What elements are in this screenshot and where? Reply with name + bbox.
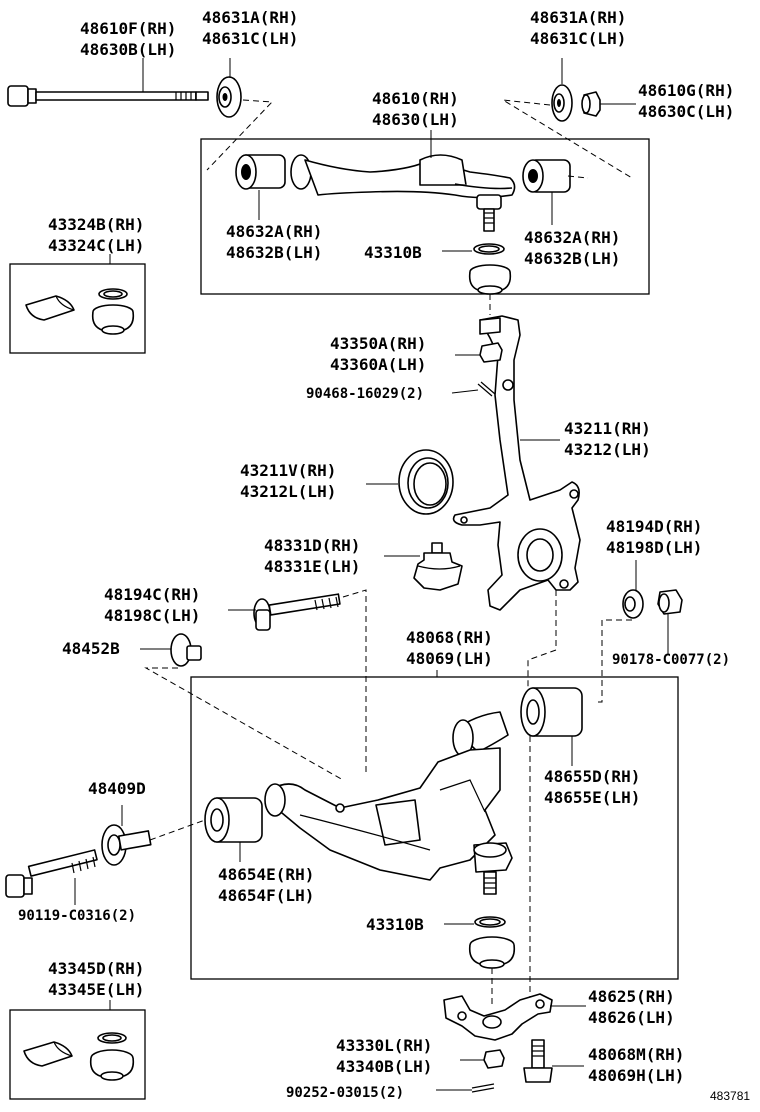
knuckle-top-stud (479, 317, 501, 335)
label-48069H: 48069H(LH) (588, 1066, 684, 1085)
label-43350A: 43350A(RH) (330, 334, 426, 353)
lower-cam-washer-left[interactable] (101, 824, 152, 866)
steering-knuckle[interactable] (452, 315, 581, 611)
label-48409D: 48409D (88, 779, 146, 798)
label-43324B: 43324B(RH) (48, 215, 144, 234)
lower-boot-kit-grease-pack (23, 1041, 73, 1067)
label-48626: 48626(LH) (588, 1008, 675, 1027)
lower-bushing-rear[interactable] (520, 687, 583, 737)
label-48610F: 48610F(RH) (80, 19, 176, 38)
label-43310B-lower: 43310B (366, 915, 424, 934)
label-43345D: 43345D(RH) (48, 959, 144, 978)
lower-snap-ring[interactable] (474, 916, 506, 928)
label-48632B-left: 48632B(LH) (226, 243, 322, 262)
upper-control-arm[interactable] (235, 154, 516, 232)
knuckle-cotter-pin[interactable] (477, 381, 496, 397)
knuckle-dust-seal[interactable] (398, 449, 454, 515)
steering-arm-nut[interactable] (483, 1049, 505, 1069)
label-48610G: 48610G(RH) (638, 81, 734, 100)
upper-arm-bolt[interactable] (7, 85, 209, 107)
lower-boot-kit-box (9, 1009, 146, 1100)
label-48632B-right: 48632B(LH) (524, 249, 620, 268)
label-48632A-left: 48632A(RH) (226, 222, 322, 241)
label-48610: 48610(RH) (372, 89, 459, 108)
upper-cam-washer-right[interactable] (551, 84, 573, 122)
label-48630B: 48630B(LH) (80, 40, 176, 59)
label-48068: 48068(RH) (406, 628, 493, 647)
label-43211V: 43211V(RH) (240, 461, 336, 480)
upper-cam-washer-left[interactable] (216, 76, 242, 118)
label-48630C: 48630C(LH) (638, 102, 734, 121)
label-48198D: 48198D(LH) (606, 538, 702, 557)
lower-cam-plate[interactable] (170, 633, 202, 667)
label-48632A-right: 48632A(RH) (524, 228, 620, 247)
label-43212: 43212(LH) (564, 440, 651, 459)
bump-stopper[interactable] (413, 542, 463, 591)
label-43340B: 43340B(LH) (336, 1057, 432, 1076)
knuckle-upper-nut[interactable] (479, 342, 503, 363)
label-43330L: 43330L(RH) (336, 1036, 432, 1055)
label-90468: 90468-16029(2) (306, 386, 424, 402)
steering-arm-bolt[interactable] (523, 1039, 553, 1083)
upper-dust-boot[interactable] (468, 264, 512, 295)
label-48331D: 48331D(RH) (264, 536, 360, 555)
upper-arm-nut[interactable] (581, 91, 601, 117)
label-90119: 90119-C0316(2) (18, 908, 136, 924)
label-43310B-upper: 43310B (364, 243, 422, 262)
lower-arm-long-bolt[interactable] (5, 849, 98, 898)
label-43212L: 43212L(LH) (240, 482, 336, 501)
label-48069: 48069(LH) (406, 649, 493, 668)
label-90252: 90252-03015(2) (286, 1085, 404, 1101)
label-48631C-left: 48631C(LH) (202, 29, 298, 48)
label-43360A: 43360A(LH) (330, 355, 426, 374)
lower-arm-front-bolt[interactable] (253, 593, 341, 631)
label-48198C: 48198C(LH) (104, 606, 200, 625)
lower-cam-washer-right[interactable] (622, 589, 644, 619)
steering-arm[interactable] (443, 993, 553, 1041)
label-43324C: 43324C(LH) (48, 236, 144, 255)
label-48331E: 48331E(LH) (264, 557, 360, 576)
lower-control-arm[interactable] (264, 711, 513, 895)
label-48194D: 48194D(RH) (606, 517, 702, 536)
lower-dust-boot[interactable] (468, 936, 516, 969)
label-48452B: 48452B (62, 639, 120, 658)
upper-bushing-right[interactable] (522, 159, 571, 193)
lower-bushing-front[interactable] (204, 797, 263, 843)
lower-arm-assembly-box (190, 676, 679, 980)
upper-arm-assembly-box (200, 138, 650, 295)
label-48631C-right: 48631C(LH) (530, 29, 626, 48)
upper-snap-ring[interactable] (473, 243, 505, 255)
label-48655E: 48655E(LH) (544, 788, 640, 807)
label-48625: 48625(RH) (588, 987, 675, 1006)
label-48631A-right: 48631A(RH) (530, 8, 626, 27)
upper-boot-kit-boot (91, 288, 135, 335)
label-90178: 90178-C0077(2) (612, 652, 730, 668)
label-48068M: 48068M(RH) (588, 1045, 684, 1064)
label-48655D: 48655D(RH) (544, 767, 640, 786)
label-48631A-left: 48631A(RH) (202, 8, 298, 27)
label-48194C: 48194C(RH) (104, 585, 200, 604)
label-48654F: 48654F(LH) (218, 886, 314, 905)
diagram-reference-number: 483781 (710, 1089, 750, 1103)
lower-arm-nut[interactable] (657, 589, 683, 615)
lower-boot-kit-boot (89, 1032, 135, 1081)
label-43211: 43211(RH) (564, 419, 651, 438)
steering-arm-cotter-pin[interactable] (471, 1083, 495, 1093)
label-48654E: 48654E(RH) (218, 865, 314, 884)
label-48630: 48630(LH) (372, 110, 459, 129)
upper-boot-kit-box (9, 263, 146, 354)
label-43345E: 43345E(LH) (48, 980, 144, 999)
upper-boot-kit-grease-pack (25, 295, 75, 321)
